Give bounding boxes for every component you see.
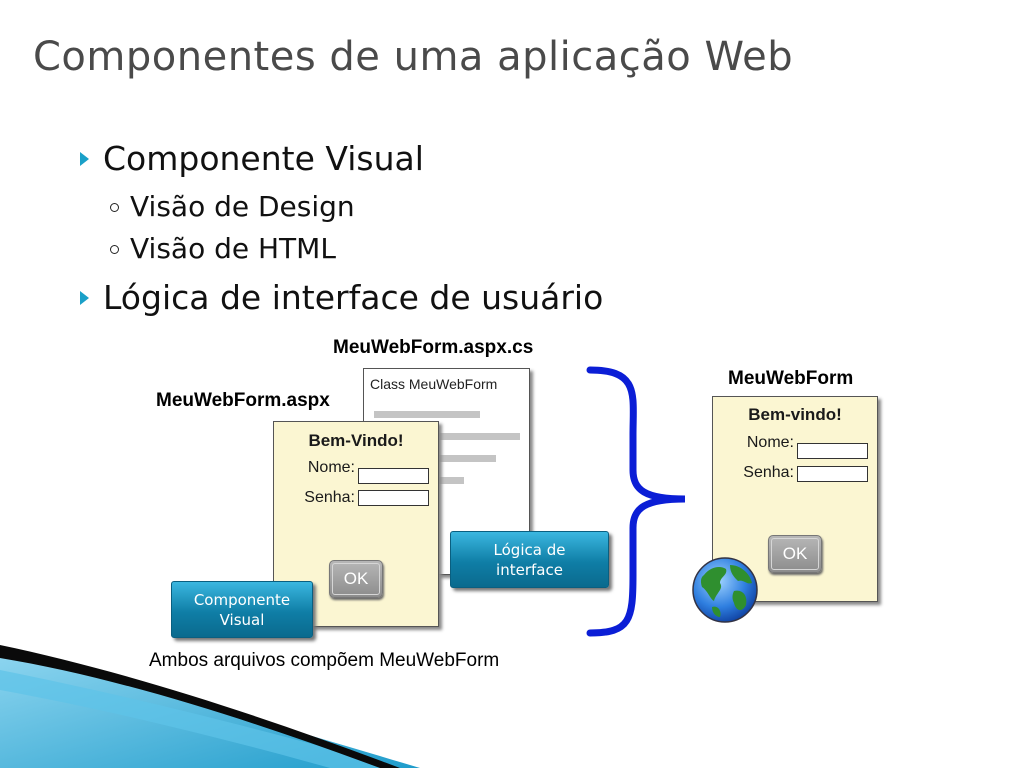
- password-field[interactable]: [358, 490, 429, 506]
- sub-bullet-text: Visão de Design: [130, 190, 355, 223]
- welcome-text: Bem-vindo!: [748, 405, 842, 424]
- visual-component-button[interactable]: Componente Visual: [171, 581, 313, 638]
- ok-button-label: OK: [343, 569, 369, 588]
- brace-icon: [586, 366, 686, 637]
- result-form-page: Bem-vindo! Nome: Senha: OK: [712, 396, 878, 602]
- name-field[interactable]: [358, 468, 429, 484]
- name-label: Nome:: [746, 434, 794, 451]
- welcome-text: Bem-Vindo!: [308, 431, 404, 450]
- bullet-item: Componente Visual: [80, 139, 424, 178]
- result-form-label: MeuWebForm: [728, 368, 854, 389]
- password-field[interactable]: [797, 466, 868, 482]
- code-line: [406, 433, 520, 440]
- ok-button[interactable]: OK: [329, 560, 383, 598]
- logic-button[interactable]: Lógica de interface: [450, 531, 609, 588]
- name-field[interactable]: [797, 443, 868, 459]
- bullet-text: Lógica de interface de usuário: [103, 278, 604, 317]
- sub-bullet-text: Visão de HTML: [130, 232, 336, 265]
- design-form-page: Bem-Vindo! Nome: Senha: OK: [273, 421, 439, 627]
- decorative-swoosh: [0, 645, 420, 768]
- sub-bullet-item: Visão de Design: [110, 190, 355, 223]
- bullet-item: Lógica de interface de usuário: [80, 278, 603, 317]
- triangle-bullet-icon: [80, 290, 89, 305]
- password-label: Senha:: [743, 464, 794, 481]
- aspx-file-label: MeuWebForm.aspx: [156, 390, 330, 411]
- triangle-bullet-icon: [80, 151, 89, 166]
- slide-title: Componentes de uma aplicação Web: [33, 34, 794, 80]
- diagram-caption: Ambos arquivos compõem MeuWebForm: [149, 650, 500, 671]
- visual-component-label: Componente Visual: [193, 590, 291, 629]
- sub-bullet-item: Visão de HTML: [110, 232, 336, 265]
- globe-icon: [692, 557, 758, 623]
- ok-button[interactable]: OK: [768, 535, 822, 573]
- name-label: Nome:: [307, 459, 355, 476]
- code-line: [406, 455, 496, 462]
- ok-button-label: OK: [782, 544, 808, 563]
- circle-bullet-icon: [110, 245, 119, 254]
- class-label: Class MeuWebForm: [370, 376, 498, 392]
- password-label: Senha:: [304, 489, 355, 506]
- cs-file-label: MeuWebForm.aspx.cs: [333, 337, 534, 358]
- bullet-text: Componente Visual: [103, 139, 424, 178]
- code-line: [374, 411, 480, 418]
- logic-label: Lógica de interface: [493, 540, 566, 579]
- circle-bullet-icon: [110, 203, 119, 212]
